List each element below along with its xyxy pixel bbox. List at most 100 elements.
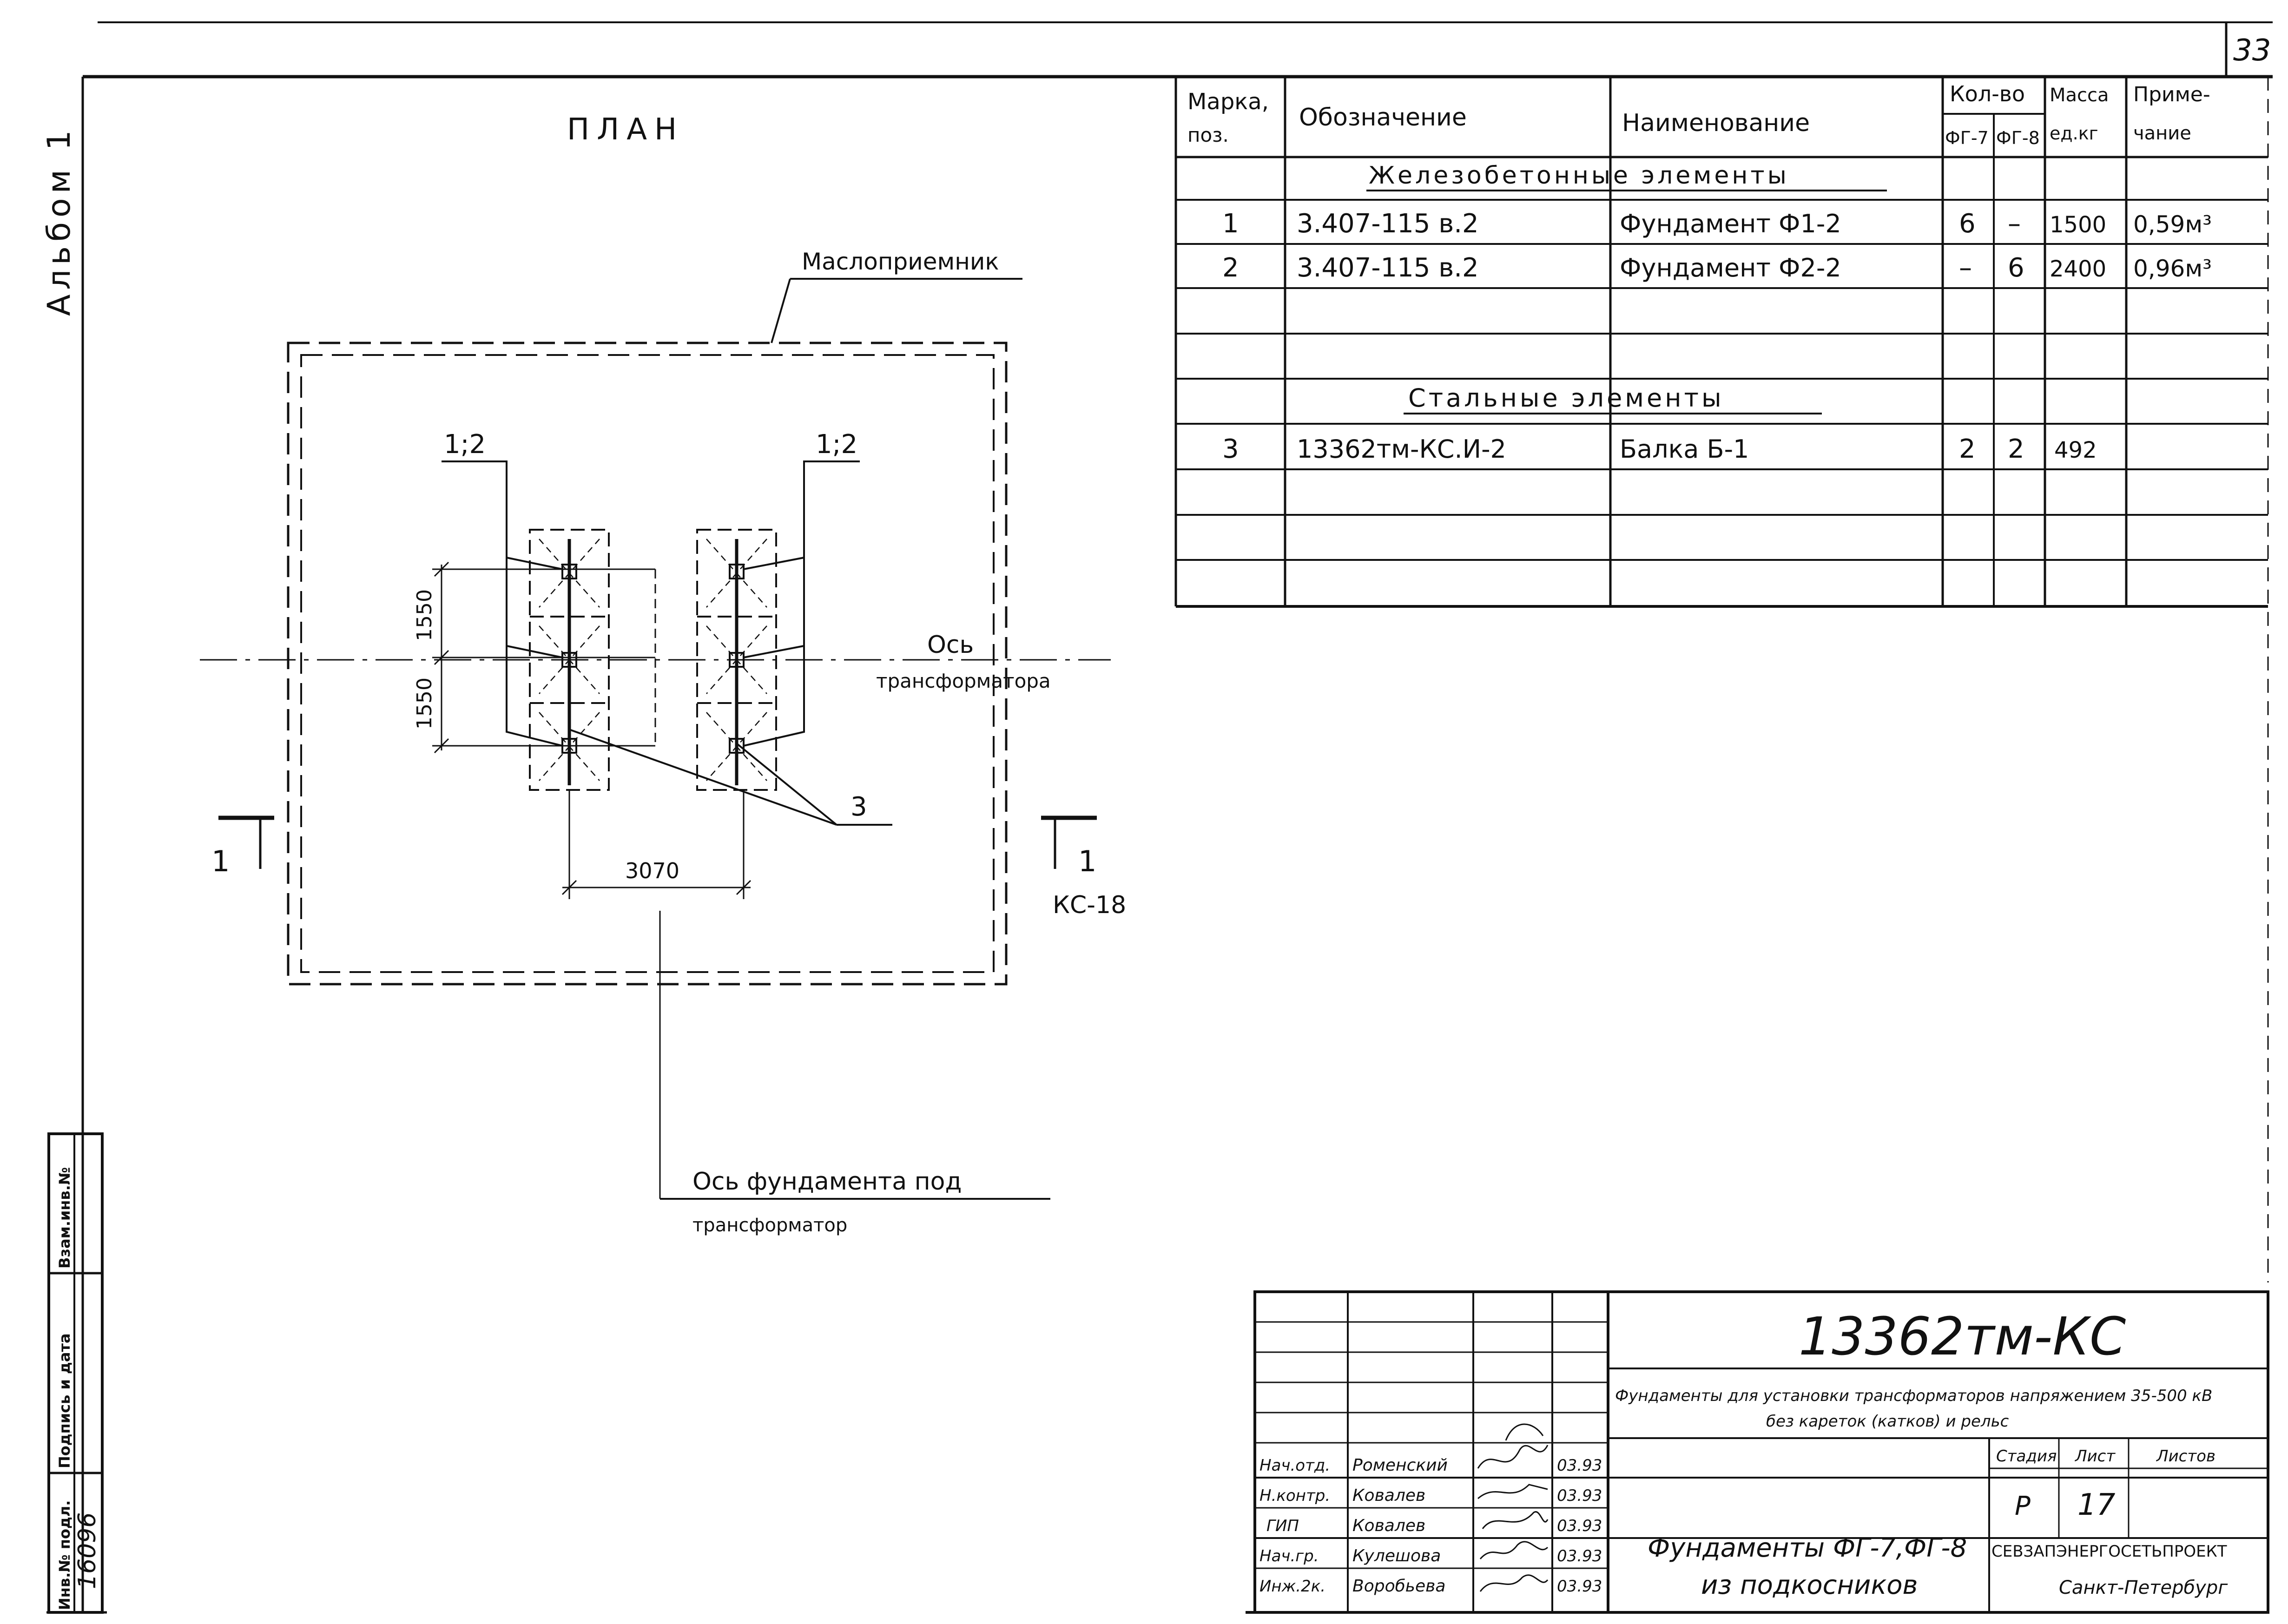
dim-lower-label: 1550	[413, 677, 436, 730]
side-stamp	[47, 1132, 104, 1614]
row-name: Фундамент Ф1-2	[1620, 209, 1841, 238]
staff-name: Ковалев	[1352, 1516, 1425, 1535]
row-mass: 1500	[2050, 212, 2106, 238]
stamp-inv-value: 16096	[73, 1512, 101, 1589]
signature-marks	[1477, 1423, 1549, 1592]
header-qty: Кол-во	[1950, 81, 2025, 106]
row-name: Балка Б-1	[1620, 434, 1749, 464]
section-right-label: 1	[1078, 844, 1096, 878]
staff-row: Н.контр. Ковалев 03.93	[1259, 1486, 1602, 1505]
staff-row: Нач.гр. Кулешова 03.93	[1259, 1546, 1602, 1565]
section-concrete-label: Железобетонные элементы	[1369, 162, 1789, 190]
header-mark-2: поз.	[1187, 124, 1229, 146]
staff-date: 03.93	[1557, 1517, 1602, 1535]
staff-row: ГИП Ковалев 03.93	[1266, 1516, 1602, 1535]
header-qty-fg7: ФГ-7	[1945, 128, 1989, 148]
section-mark-left	[218, 815, 274, 869]
row-mark: 2	[1222, 253, 1239, 283]
dimension-vertical	[432, 561, 656, 754]
album-label: Альбом 1	[41, 125, 78, 316]
table-row: 2 3.407-115 в.2 Фундамент Ф2-2 – 6 2400 …	[1222, 253, 2212, 283]
row-fg7: –	[1959, 253, 1972, 283]
staff-role: Нач.отд.	[1259, 1456, 1330, 1475]
header-name: Наименование	[1622, 109, 1810, 137]
transformer-axis-label-2: трансформатора	[876, 670, 1051, 692]
mark-left-label: 1;2	[444, 429, 486, 460]
staff-name: Воробьева	[1352, 1577, 1445, 1596]
staff-date: 03.93	[1557, 1486, 1602, 1505]
table-row: 1 3.407-115 в.2 Фундамент Ф1-2 6 – 1500 …	[1222, 209, 2212, 239]
header-qty-fg8: ФГ-8	[1996, 128, 2040, 148]
plan-title: ПЛАН	[567, 112, 684, 147]
foundation-axis-label-2: трансформатор	[692, 1215, 847, 1236]
stamp-replace-label: Взам.инв.№	[56, 1167, 73, 1269]
row-mark: 1	[1222, 209, 1239, 239]
header-mark-1: Марка,	[1187, 89, 1269, 115]
org-name: СЕВЗАПЭНЕРГОСЕТЬПРОЕКТ	[1991, 1542, 2227, 1561]
mark-right-label: 1;2	[816, 429, 857, 460]
beam-mark-label: 3	[851, 792, 867, 822]
section-mark-right	[1041, 815, 1097, 869]
row-mark: 3	[1222, 434, 1239, 464]
spec-table	[1174, 77, 2268, 608]
row-mass: 492	[2054, 437, 2097, 463]
title-block-text: 13362тм-КС Фундаменты для установки тран…	[1259, 1307, 2228, 1600]
row-fg8: 6	[2008, 253, 2024, 283]
header-note-2: чание	[2133, 123, 2191, 144]
dim-span-label: 3070	[625, 858, 679, 883]
spec-table-rows: 1 3.407-115 в.2 Фундамент Ф1-2 6 – 1500 …	[1222, 209, 2212, 464]
stamp-sign-label: Подпись и дата	[56, 1333, 73, 1468]
title-block	[1253, 1290, 2269, 1614]
staff-name: Ковалев	[1352, 1486, 1425, 1505]
staff-name: Роменский	[1352, 1456, 1448, 1475]
project-title-2: без кареток (катков) и рельс	[1766, 1412, 2009, 1431]
project-title-1: Фундаменты для установки трансформаторов…	[1615, 1387, 2212, 1405]
row-fg7: 2	[1959, 434, 1976, 464]
sheet-label: Лист	[2074, 1447, 2116, 1466]
oil-receiver-inner	[300, 354, 995, 973]
row-designation: 3.407-115 в.2	[1297, 209, 1479, 239]
row-note: 0,96м³	[2133, 255, 2212, 282]
section-steel-label: Стальные элементы	[1408, 383, 1724, 413]
staff-role: Н.контр.	[1259, 1486, 1330, 1505]
dimension-horizontal	[561, 790, 752, 899]
row-designation: 3.407-115 в.2	[1297, 253, 1479, 283]
oil-receiver-outer	[287, 342, 1008, 986]
sheet-title-1: Фундаменты ФГ-7,ФГ-8	[1648, 1533, 1967, 1563]
ref-sheet-label: КС-18	[1053, 891, 1126, 919]
footing-column-right	[696, 529, 777, 791]
staff-row: Нач.отд. Роменский 03.93	[1259, 1456, 1602, 1475]
row-mass: 2400	[2050, 256, 2106, 282]
sheet-frame	[46, 21, 2273, 1614]
staff-name: Кулешова	[1352, 1546, 1441, 1565]
stamp-inv-label: Инв.№ подл.	[56, 1500, 73, 1610]
sheets-label: Листов	[2156, 1447, 2215, 1466]
mark-leaders	[442, 460, 892, 826]
row-designation: 13362тм-КС.И-2	[1297, 434, 1506, 464]
header-mass-1: Масса	[2050, 85, 2109, 106]
stage-label: Стадия	[1996, 1447, 2057, 1466]
sheet-title-2: из подкосников	[1701, 1570, 1918, 1600]
foundation-axis-label-1: Ось фундамента под	[692, 1168, 962, 1196]
org-city: Санкт-Петербург	[2059, 1577, 2228, 1598]
doc-code: 13362тм-КС	[1799, 1307, 2126, 1367]
sheet-no-value: 17	[2077, 1488, 2116, 1522]
header-designation: Обозначение	[1299, 104, 1467, 131]
staff-date: 03.93	[1557, 1547, 1602, 1565]
row-fg8: 2	[2008, 434, 2024, 464]
oil-receiver-label: Маслоприемник	[802, 248, 999, 275]
transformer-axis-label-1: Ось	[927, 631, 974, 659]
table-row: 3 13362тм-КС.И-2 Балка Б-1 2 2 492	[1222, 434, 2097, 464]
section-left-label: 1	[211, 844, 230, 878]
staff-date: 03.93	[1557, 1577, 1602, 1596]
row-note: 0,59м³	[2133, 211, 2212, 238]
staff-role: Инж.2к.	[1259, 1577, 1325, 1596]
plan-drawing: ПЛАН Маслоприемник Ось трансформатора Ос…	[200, 112, 1126, 1236]
dim-upper-label: 1550	[413, 589, 436, 641]
header-mass-2: ед.кг	[2050, 123, 2098, 144]
spec-table-headers: Марка, поз. Обозначение Наименование Кол…	[1187, 81, 2210, 413]
staff-role: Нач.гр.	[1259, 1547, 1319, 1565]
row-fg8: –	[2008, 209, 2021, 239]
row-fg7: 6	[1959, 209, 1976, 239]
